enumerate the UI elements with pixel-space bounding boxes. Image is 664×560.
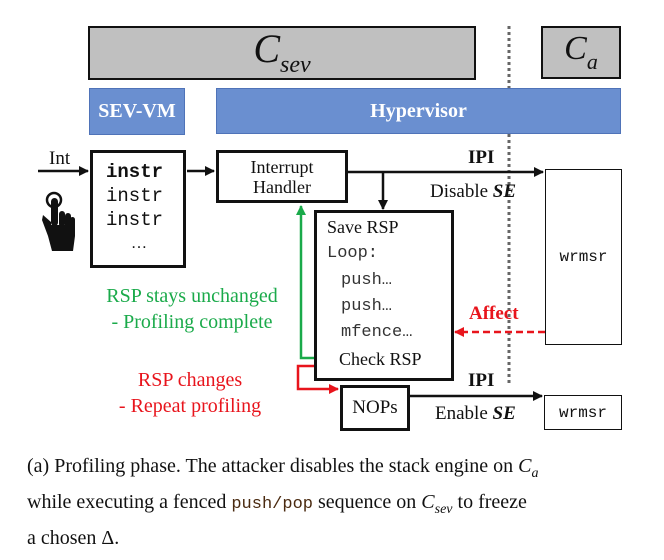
wrmsr-top-label: wrmsr xyxy=(559,248,608,266)
complete-note: RSP stays unchanged - Profiling complete xyxy=(94,283,290,335)
instr-ellipsis: … xyxy=(131,235,147,252)
complete-note-line2: - Profiling complete xyxy=(111,311,273,333)
enable-se-label: Enable SE xyxy=(435,403,516,424)
wrmsr-enable-box: wrmsr xyxy=(544,395,622,430)
disable-se-label: Disable SE xyxy=(430,181,517,202)
affect-label: Affect xyxy=(469,303,519,324)
mfence-instr: mfence… xyxy=(341,323,413,342)
red-repeat-arrow xyxy=(296,364,339,394)
push-instr: push… xyxy=(341,271,393,290)
repeat-note-line1: RSP changes xyxy=(137,369,243,391)
repeat-note: RSP changes - Repeat profiling xyxy=(110,367,270,419)
instr-line-current: instr xyxy=(106,161,164,183)
hypervisor-mode-bar: Hypervisor xyxy=(216,88,621,134)
instr-line: instr xyxy=(106,185,164,207)
handler-line1: Interrupt xyxy=(250,157,314,177)
save-rsp-step: Save RSP xyxy=(327,217,399,237)
core-sev-box: Csev xyxy=(88,26,476,80)
instr-line: instr xyxy=(106,209,164,231)
loop-label: Loop: xyxy=(327,244,379,263)
core-attacker-box: Ca xyxy=(541,26,621,79)
profiling-loop-block: Save RSP Loop: push… push… mfence… Check… xyxy=(314,210,454,381)
repeat-note-line2: - Repeat profiling xyxy=(118,395,262,417)
int-label: Int xyxy=(49,148,71,169)
core-attacker-label: Ca xyxy=(564,30,598,74)
wrmsr-bottom-label: wrmsr xyxy=(558,403,607,422)
ipi-top-label: IPI xyxy=(468,147,495,168)
nops-box: NOPs xyxy=(340,385,410,431)
caption-code: push/pop xyxy=(231,495,313,514)
figure-caption: (a) Profiling phase. The attacker disabl… xyxy=(27,455,539,549)
sev-vm-mode-bar: SEV-VM xyxy=(89,88,185,135)
wrmsr-disable-box: wrmsr xyxy=(545,169,622,345)
complete-note-line1: RSP stays unchanged xyxy=(106,285,278,307)
push-instr: push… xyxy=(341,297,393,316)
green-complete-arrow xyxy=(296,205,314,360)
interrupt-handler-box: Interrupt Handler xyxy=(216,150,348,203)
ipi-bottom-label: IPI xyxy=(468,370,495,391)
core-sev-label: Csev xyxy=(253,26,311,78)
check-rsp-step: Check RSP xyxy=(339,349,422,369)
handler-line2: Handler xyxy=(253,177,311,197)
sev-instruction-block: instr instr instr … xyxy=(90,150,186,268)
